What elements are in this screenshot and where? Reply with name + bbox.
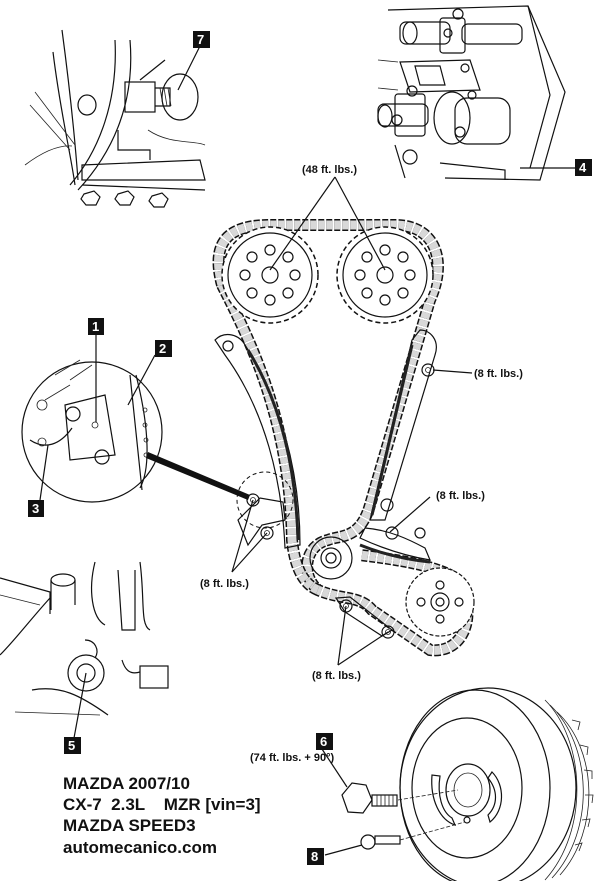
callout-7: 7 [193, 31, 210, 48]
torque-label-tensioner: (8 ft. lbs.) [200, 578, 249, 590]
caption-website[interactable]: automecanico.com [63, 838, 217, 857]
inset-plug-bolt [0, 561, 169, 739]
svg-text:4: 4 [579, 160, 587, 175]
right-chain-guide [369, 329, 437, 521]
svg-text:5: 5 [68, 738, 75, 753]
inset-tensioner-detail [21, 335, 250, 503]
callout-3: 3 [28, 500, 44, 517]
caption-engine: CX-7 2.3L MZR [vin=3] [63, 795, 261, 814]
svg-text:2: 2 [159, 341, 166, 356]
torque-label-camshaft: (48 ft. lbs.) [302, 164, 357, 176]
exhaust-cam-sprocket [336, 226, 434, 324]
oil-pump-sprocket [405, 567, 475, 637]
crank-sprocket [309, 536, 353, 580]
svg-text:1: 1 [92, 319, 99, 334]
torque-leader-lines [231, 176, 473, 666]
pulley-lock-bolt [360, 821, 466, 850]
torque-label-lower-guide: (8 ft. lbs.) [312, 670, 361, 682]
chain-tensioner [237, 497, 286, 547]
torque-label-crank-bolt: (74 ft. lbs. + 90°) [250, 752, 335, 764]
svg-text:8: 8 [311, 849, 318, 864]
svg-text:7: 7 [197, 32, 204, 47]
crankshaft-pulley [399, 687, 594, 881]
callout-8: 8 [307, 848, 324, 865]
intake-cam-sprocket [221, 226, 319, 324]
inset-camshaft-alignment-plate [377, 5, 575, 181]
caption-model-year: MAZDA 2007/10 [63, 774, 190, 793]
caption-model-speed3: MAZDA SPEED3 [63, 816, 196, 835]
torque-label-tensioner-arm: (8 ft. lbs.) [436, 490, 485, 502]
torque-label-upper-guide: (8 ft. lbs.) [474, 368, 523, 380]
callout-2: 2 [155, 340, 172, 357]
timing-chain-assembly [212, 219, 475, 657]
svg-text:6: 6 [320, 734, 327, 749]
callout-4: 4 [575, 159, 592, 176]
callout-1: 1 [88, 318, 104, 335]
svg-text:3: 3 [32, 501, 39, 516]
inset-camshaft-lock-tool [24, 29, 206, 208]
callout-6: 6 [316, 733, 333, 750]
tensioner-arm [214, 333, 301, 549]
crank-bolt [341, 782, 459, 814]
callout-5: 5 [64, 737, 81, 754]
